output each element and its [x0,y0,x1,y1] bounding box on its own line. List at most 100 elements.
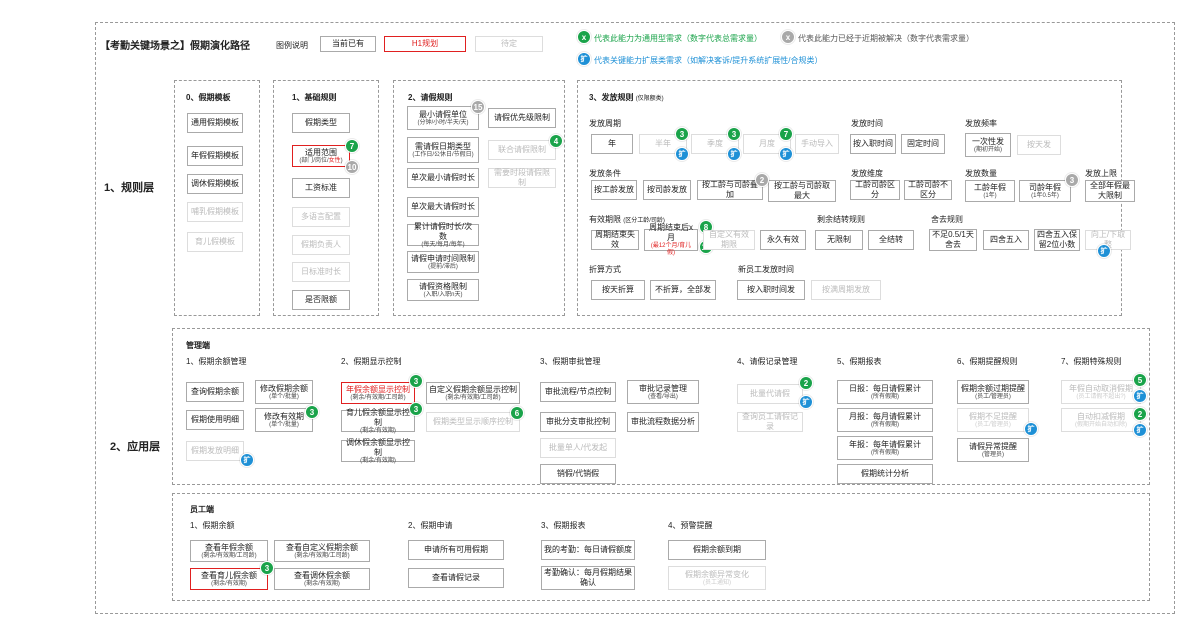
attendance-confirm[interactable]: 考勤确认：每月假期结果确认 [541,566,635,590]
expire-remind[interactable]: 假期余额过期提醒(员工/管理员) [957,380,1029,404]
approval-analysis[interactable]: 审批流程数据分析 [627,412,699,432]
date-type[interactable]: 需请假日期类型(工作日/公休日/节假日) [407,137,479,163]
single-min[interactable]: 单次最小请假时长 [407,168,479,188]
auto-deduct[interactable]: 自动扣减假期(假期开始自动扣除) [1061,408,1141,432]
dim-nosplit[interactable]: 工龄司龄不区分 [904,180,952,200]
discount-label: 折算方式 [589,265,621,274]
single-max[interactable]: 单次最大请假时长 [407,197,479,217]
view-leave-records[interactable]: 查看请假记录 [408,568,504,588]
cond-company[interactable]: 按司龄发放 [643,180,691,200]
month-blue-badge: 扩 [779,147,793,161]
template-nursing[interactable]: 哺乳假期模板 [187,202,243,222]
priority-limit[interactable]: 请假优先级限制 [488,108,556,128]
discount-none[interactable]: 不折算，全部发 [650,280,716,300]
valid-forever[interactable]: 永久有效 [760,230,806,250]
count-label: 发放数量 [965,169,997,178]
child-display[interactable]: 育儿假余额显示控制(剩余/有效期) [341,408,415,434]
carry-all[interactable]: 全结转 [868,230,914,250]
cancel-leave[interactable]: 销假/代销假 [540,464,616,484]
grant-by-hire[interactable]: 按入职时间 [850,134,896,154]
cycle-half[interactable]: 半年 [639,134,687,154]
insufficient-remind[interactable]: 假期不足提醒(员工/管理员) [957,408,1029,432]
employee-panel [172,493,1150,601]
custom-display[interactable]: 自定义假期余额显示控制(剩余/有效期/工司龄) [426,382,520,404]
query-balance[interactable]: 查询假期余额 [186,382,244,402]
newhire-full[interactable]: 按满周期发放 [811,280,881,300]
view-annual[interactable]: 查看年假余额(剩余/有效期/工司龄) [190,540,268,562]
approval-flow[interactable]: 审批流程/节点控制 [540,382,616,402]
dim-split[interactable]: 工龄司龄区分 [850,180,900,200]
leave-owner[interactable]: 假期负责人 [292,235,350,255]
valid-custom[interactable]: 自定义有效期限 [703,230,755,250]
batch-proxy[interactable]: 批量代请假 [737,384,803,404]
valid-extend[interactable]: 周期结束后x月(最12个月/育儿假) [644,223,698,256]
combine-limit[interactable]: 联合请假限制 [488,140,556,160]
basic-title: 1、基础规则 [292,93,337,102]
count-company[interactable]: 司龄年假(1年0.5年) [1019,180,1071,202]
cumulative-limit[interactable]: 累计请假时长/次数(每天/每月/每年) [407,222,479,248]
abnormal-remind[interactable]: 请假异常提醒(管理员) [957,438,1029,462]
view-records[interactable]: 查询员工请假记录 [737,412,803,432]
template-general[interactable]: 通用假期模板 [187,113,243,133]
freq-daily[interactable]: 按天发 [1017,135,1061,155]
qualification-limit[interactable]: 请假资格限制(入职/入职n天) [407,279,479,301]
grant-fixed[interactable]: 固定时间 [901,134,945,154]
grant-detail[interactable]: 假期发放明细 [186,441,244,461]
apply-scope[interactable]: 适用范围(部门/岗位/女性) [292,145,350,167]
balance-expire[interactable]: 假期余额到期 [668,540,766,560]
template-annual[interactable]: 年假假期模板 [187,146,243,166]
condition-label: 发放条件 [589,169,621,178]
view-comp[interactable]: 查看调休假余额(剩余/有效期) [274,568,370,590]
usage-detail[interactable]: 假期使用明细 [186,410,244,430]
edit-validity[interactable]: 修改有效期(单个/批量) [255,408,313,432]
cycle-year[interactable]: 年 [591,134,633,154]
is-limited[interactable]: 是否限额 [292,290,350,310]
leave-type[interactable]: 假期类型 [292,113,350,133]
yearly-report[interactable]: 年报：每年请假累计(所有假期) [837,436,933,460]
round-drop[interactable]: 不足0.5/1天舍去 [929,229,977,251]
annual-display[interactable]: 年假余额显示控制(剩余/有效期/工司龄) [341,382,415,404]
monthly-report[interactable]: 月报：每月请假累计(所有假期) [837,408,933,432]
salary-standard[interactable]: 工资标准 [292,178,350,198]
half-blue-badge: 扩 [675,147,689,161]
freq-once[interactable]: 一次性发(期初开始) [965,133,1011,157]
round-2dp[interactable]: 四舍五入保留2位小数 [1034,229,1080,251]
round-half[interactable]: 四舍五入 [983,230,1029,250]
cycle-manual[interactable]: 手动导入 [795,134,839,154]
discount-day[interactable]: 按天折算 [591,280,645,300]
my-attendance[interactable]: 我的考勤：每日请假额度 [541,540,635,560]
daily-standard-hours[interactable]: 日标准时长 [292,262,350,282]
cap-max[interactable]: 全部年假最大限制 [1085,180,1135,202]
proxy-start[interactable]: 批量单人/代发起 [540,438,616,458]
count-seniority[interactable]: 工龄年假(1年) [965,180,1015,202]
type-order[interactable]: 假期类型显示顺序控制 [426,412,520,432]
comp-display[interactable]: 调休假余额显示控制(剩余/有效期) [341,438,415,464]
balance-change[interactable]: 假期余额异常变化(员工通知) [668,566,766,590]
apply-all[interactable]: 申请所有可用假期 [408,540,504,560]
approval-record[interactable]: 审批记录管理(查看/导出) [627,380,699,404]
newhire-hire[interactable]: 按入职时间发 [737,280,805,300]
cond-sum[interactable]: 按工龄与司龄叠加 [697,180,763,200]
stats-analysis[interactable]: 假期统计分析 [837,464,933,484]
period-limit[interactable]: 需要时段请假限制 [488,168,556,188]
carry-none[interactable]: 无限制 [815,230,863,250]
template-childcare[interactable]: 育儿假模板 [187,232,243,252]
admin-title: 管理端 [186,341,210,350]
approval-branch[interactable]: 审批分支审批控制 [540,412,616,432]
apply-time-limit[interactable]: 请假申请时间限制(提前/滞后) [407,251,479,273]
min-unit[interactable]: 最小请假单位(分钟/小时/半天/天) [407,106,479,130]
remind-title: 6、假期提醒规则 [957,357,1018,366]
cycle-month[interactable]: 月度 [743,134,791,154]
auto-cancel[interactable]: 年假自动取消假期(员工请假不超出?) [1061,380,1141,404]
emp-balance-title: 1、假期余额 [190,521,235,530]
view-childcare[interactable]: 查看育儿假余额(剩余/有效期) [190,568,268,590]
multi-language[interactable]: 多语言配置 [292,207,350,227]
daily-report[interactable]: 日报：每日请假累计(所有假期) [837,380,933,404]
cycle-quarter[interactable]: 季度 [691,134,739,154]
template-comp[interactable]: 调休假期模板 [187,174,243,194]
cond-max[interactable]: 按工龄与司龄取最大 [768,180,836,202]
view-custom[interactable]: 查看自定义假期余额(剩余/有效期/工司龄) [274,540,370,562]
valid-period-end[interactable]: 周期结束失效 [591,230,639,250]
edit-balance[interactable]: 修改假期余额(单个/批量) [255,380,313,404]
cond-seniority[interactable]: 按工龄发放 [591,180,637,200]
